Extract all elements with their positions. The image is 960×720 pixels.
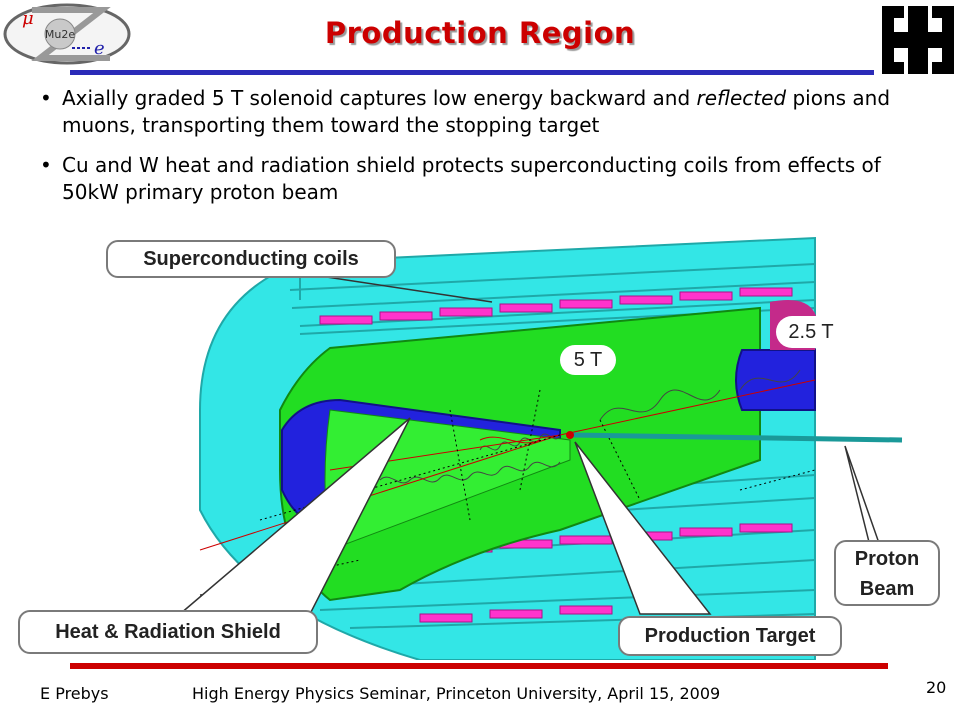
beam-leader: [844, 445, 882, 547]
bullet-text-end: pions and muons, transporting them towar…: [62, 86, 891, 137]
callout-proton-beam: Proton Beam: [834, 540, 940, 606]
bullet-text-emphasis: reflected: [696, 86, 787, 110]
mu2e-logo: μ Mu2e e: [2, 2, 132, 66]
field-label-2-5t: 2.5 T: [776, 316, 846, 348]
bullet-marker: •: [40, 86, 52, 110]
bullet-list: • Axially graded 5 T solenoid captures l…: [36, 85, 916, 219]
field-label-5t: 5 T: [560, 345, 616, 375]
logo-e-text: e: [94, 38, 105, 59]
fermilab-logo-icon: [878, 2, 958, 78]
proton-beam: [571, 432, 903, 443]
callout-proton-beam-line2: Beam: [859, 578, 915, 600]
bullet-marker: •: [40, 153, 52, 177]
title-divider: [70, 70, 874, 75]
slide-title: Production Region: [324, 16, 636, 50]
callout-superconducting-coils: Superconducting coils: [106, 240, 396, 278]
logo-mu-text: μ: [22, 8, 34, 29]
bullet-item: • Cu and W heat and radiation shield pro…: [36, 152, 916, 206]
callout-heat-radiation-shield: Heat & Radiation Shield: [18, 610, 318, 654]
downstream-bore: [735, 349, 816, 411]
target-leader: [574, 441, 712, 615]
callout-production-target: Production Target: [618, 616, 842, 656]
bullet-text-start: Axially graded 5 T solenoid captures low…: [62, 86, 697, 110]
bullet-item: • Axially graded 5 T solenoid captures l…: [36, 85, 916, 139]
bullet-text-start: Cu and W heat and radiation shield prote…: [62, 153, 881, 204]
solenoid-cutaway-figure: [0, 230, 960, 661]
logo-name-text: Mu2e: [45, 28, 75, 41]
coil-row-top: [319, 287, 793, 325]
footer-author: E Prebys: [40, 684, 109, 703]
footer-event: High Energy Physics Seminar, Princeton U…: [192, 684, 721, 703]
callout-proton-beam-line1: Proton: [854, 548, 920, 570]
footer-page-number: 20: [926, 678, 947, 697]
target-marker: [566, 431, 574, 439]
footer-divider: [70, 663, 888, 669]
